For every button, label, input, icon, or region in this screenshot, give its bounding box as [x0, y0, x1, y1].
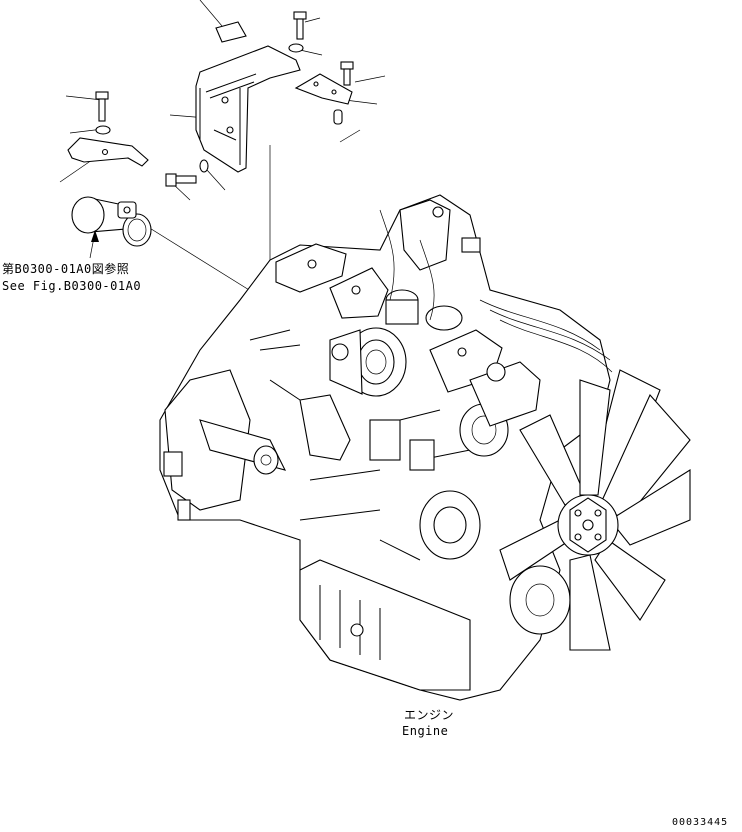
- plate-bracket: [294, 73, 353, 125]
- reference-arrow-icon: [91, 230, 99, 242]
- reference-note-en: See Fig.B0300-01A0: [2, 279, 142, 293]
- engine-label-jp: エンジン: [404, 708, 455, 722]
- cooling-fan: [499, 369, 691, 651]
- figure-number: 00033445: [672, 817, 729, 828]
- clamp-bracket: [67, 137, 149, 167]
- upper-bracket: [195, 21, 301, 173]
- clamp-tube: [71, 196, 152, 247]
- bolts: [95, 11, 354, 187]
- reference-note-jp: 第B0300-01A0図参照: [2, 262, 130, 276]
- engine: [159, 194, 613, 701]
- engine-label-en: Engine: [402, 724, 449, 738]
